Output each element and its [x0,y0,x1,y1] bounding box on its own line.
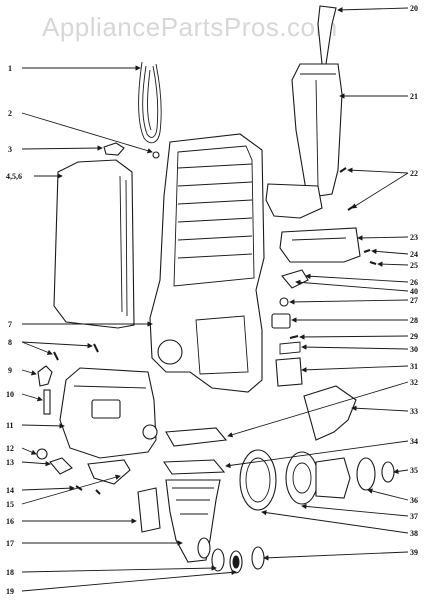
callout-14: 14 [6,486,14,495]
callout-7: 7 [8,320,12,329]
part-23-top-plate [279,227,361,263]
callout-15: 15 [6,500,14,509]
callout-36: 36 [410,496,418,505]
part-35-38-motor [239,449,395,511]
callout-9: 9 [8,366,12,375]
leader-line-12 [21,447,37,455]
leader-line-29 [299,334,409,340]
callout-29: 29 [410,332,418,341]
callout-40: 40 [410,287,418,296]
leader-line-13 [21,460,51,467]
part-3-clip [103,142,125,156]
callout-10: 10 [6,390,14,399]
leader-line-18 [21,565,217,573]
leader-line-23 [357,235,409,241]
leader-line-37 [301,503,409,517]
callout-26: 26 [410,278,418,287]
part-32-33-cover [303,385,357,441]
callout-17: 17 [6,539,14,548]
callout-24: 24 [410,250,418,259]
part-14-15-cover [75,459,131,495]
part-8-screws [53,343,99,361]
part-16-filter-pad [137,487,161,533]
leader-line-39 [263,551,409,561]
callout-37: 37 [410,512,418,521]
part-7-main-body [149,133,265,393]
leader-line-2 [21,112,153,154]
leader-line-27 [289,299,409,305]
leader-line-35 [393,468,409,475]
callout-27: 27 [410,296,418,305]
part-11-nozzle-housing [59,367,158,459]
callout-18: 18 [6,568,14,577]
leader-line-36 [367,488,409,501]
leader-line-38 [261,509,409,534]
callout-32: 32 [410,378,418,387]
leader-line-26 [305,273,409,283]
leader-line-31 [301,365,409,373]
leader-line-22b [351,172,409,209]
part-18-19-seals [211,546,265,574]
leader-line-32 [227,381,409,438]
leader-line-11 [21,423,65,429]
leader-line-40 [295,279,409,292]
leader-line-14 [21,485,75,491]
callout-13: 13 [6,458,14,467]
leader-line-30 [301,344,409,350]
leader-line-8 [21,341,53,355]
callout-19: 19 [6,587,14,596]
leader-line-19 [21,569,237,592]
leader-line-33 [351,405,409,412]
callout-23: 23 [410,233,418,242]
part-10-plate [43,389,51,415]
leader-line-34 [225,440,409,469]
leader-line-24 [371,248,409,255]
part-22-pins [339,167,355,211]
callout-33: 33 [410,407,418,416]
callout-31: 31 [410,362,418,371]
part-4-bag-panel [53,159,135,329]
callout-21: 21 [410,92,418,101]
callout-38: 38 [410,529,418,538]
leader-line-20 [337,7,409,13]
part-20-21-handle [265,5,343,219]
callout-11: 11 [6,421,14,430]
part-24-25-small [363,248,377,266]
callout-39: 39 [410,548,418,557]
watermark: AppliancePartsPros.com [42,12,338,42]
callout-34: 34 [410,437,418,446]
callout-1: 1 [8,64,12,73]
callout-25: 25 [410,261,418,270]
leader-line-8b [21,341,93,349]
callout-8: 8 [8,338,12,347]
part-12-13-wheel [36,448,73,475]
leader-line-22 [347,167,409,174]
callout-12: 12 [6,444,14,453]
leader-line-9 [21,369,37,376]
callout-3: 3 [8,145,12,154]
part-28-30-switch-block [271,313,301,355]
callout-4: 4,5,6 [6,172,22,181]
part-9-latch [37,365,53,387]
part-26-27-switch [279,269,309,307]
part-1-cord [138,61,162,144]
callout-28: 28 [410,316,418,325]
part-31-bracket [275,357,303,387]
part-17-motor-housing [165,479,221,563]
callout-35: 35 [410,466,418,475]
part-2-screw [152,151,160,159]
leader-line-3 [21,145,103,151]
leader-line-15 [21,474,121,505]
callout-20: 20 [410,4,418,13]
callout-30: 30 [410,345,418,354]
callout-2: 2 [8,109,12,118]
callout-16: 16 [6,517,14,526]
leader-line-10 [21,393,43,402]
part-34-40-filters [162,427,228,475]
leader-line-25 [377,261,409,267]
callout-22: 22 [410,169,418,178]
